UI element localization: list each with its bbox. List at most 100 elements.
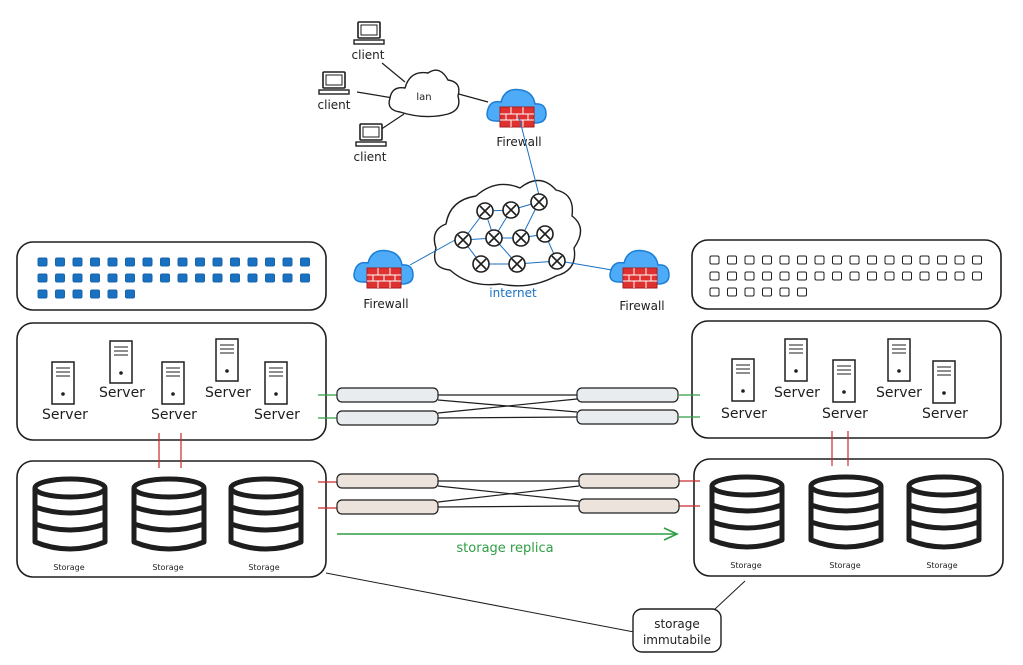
storage-label: Storage bbox=[248, 563, 279, 572]
switch-port bbox=[300, 257, 310, 267]
switch-port bbox=[125, 273, 135, 283]
switch-port bbox=[37, 273, 48, 283]
immutable-storage-line-2: immutabile bbox=[643, 633, 711, 647]
server-left-1: Server bbox=[42, 361, 88, 423]
switch-port bbox=[282, 257, 293, 267]
client-label: client bbox=[352, 48, 385, 62]
server-right-1: Server bbox=[721, 358, 767, 422]
server-left-3: Server bbox=[151, 361, 197, 423]
router-icon bbox=[530, 193, 548, 211]
router-icon bbox=[485, 229, 503, 247]
fiber-pipe bbox=[578, 473, 680, 489]
storage-left-2: Storage bbox=[134, 479, 204, 572]
switch-port bbox=[727, 287, 737, 297]
fiber-pipe bbox=[336, 499, 439, 515]
firewall-left: Firewall bbox=[353, 249, 414, 311]
client-label: client bbox=[354, 150, 387, 164]
switch-port bbox=[762, 255, 772, 265]
server-left-2: Server bbox=[99, 340, 145, 401]
switch-port bbox=[265, 257, 275, 267]
servers-left: Server Server Server Server Server bbox=[42, 338, 300, 423]
switch-port bbox=[954, 255, 965, 265]
storage-right-1: Storage bbox=[712, 477, 782, 570]
storage-label: Storage bbox=[829, 561, 860, 570]
switch-port bbox=[849, 271, 860, 281]
monitor-icon bbox=[318, 71, 350, 95]
switch-port bbox=[107, 289, 118, 299]
switch-port bbox=[919, 255, 930, 265]
firewall-label: Firewall bbox=[619, 299, 664, 313]
switch-port bbox=[902, 271, 912, 281]
switch-port bbox=[902, 255, 912, 265]
switch-port bbox=[125, 289, 135, 299]
storage-left-3: Storage bbox=[231, 479, 301, 572]
server-icon bbox=[731, 358, 755, 402]
server-label: Server bbox=[151, 407, 197, 423]
switch-port bbox=[709, 287, 720, 297]
immutable-connectors bbox=[325, 572, 746, 633]
internet-label: internet bbox=[489, 286, 537, 300]
server-label: Server bbox=[99, 385, 145, 401]
router-icon bbox=[472, 255, 490, 273]
server-icon bbox=[51, 361, 75, 405]
switch-port bbox=[195, 257, 205, 267]
storage-right-3: Storage bbox=[909, 477, 979, 570]
switch-port bbox=[727, 271, 737, 281]
monitor-icon bbox=[355, 123, 387, 147]
storage-replica-arrow bbox=[337, 527, 679, 541]
fiber-pipe bbox=[336, 387, 439, 403]
switch-port bbox=[195, 273, 205, 283]
switch-ports-right bbox=[709, 255, 982, 297]
storage-label: Storage bbox=[152, 563, 183, 572]
server-label: Server bbox=[876, 385, 922, 401]
switch-port bbox=[797, 255, 807, 265]
switch-port bbox=[867, 271, 877, 281]
firewall-right: Firewall bbox=[609, 249, 670, 313]
server-icon bbox=[932, 360, 956, 404]
internet-cloud bbox=[433, 179, 582, 287]
switch-port bbox=[177, 257, 188, 267]
switch-port bbox=[55, 257, 65, 267]
switch-port bbox=[72, 273, 83, 283]
switch-port bbox=[90, 257, 100, 267]
switch-port bbox=[160, 257, 170, 267]
server-label: Server bbox=[721, 406, 767, 422]
firewall-icon bbox=[609, 249, 670, 289]
switch-port bbox=[867, 255, 877, 265]
servers-right: Server Server Server Server Server bbox=[721, 338, 968, 422]
server-right-2: Server bbox=[774, 338, 820, 401]
server-left-5: Server bbox=[254, 361, 300, 423]
switch-port bbox=[265, 273, 275, 283]
firewall-label: Firewall bbox=[496, 135, 541, 149]
switch-port bbox=[90, 273, 100, 283]
switch-ports-left bbox=[37, 257, 310, 299]
fiber-pipe bbox=[576, 387, 679, 403]
switch-port bbox=[954, 271, 965, 281]
switch-port bbox=[142, 257, 153, 267]
router-icon bbox=[508, 255, 526, 273]
firewall-top: Firewall bbox=[486, 88, 547, 149]
switch-port bbox=[72, 289, 83, 299]
router-icon bbox=[536, 225, 554, 243]
switch-port bbox=[972, 255, 982, 265]
switch-port bbox=[709, 255, 720, 265]
switch-port bbox=[937, 255, 947, 265]
firewall-icon bbox=[353, 249, 414, 289]
fiber-pipe bbox=[578, 498, 680, 514]
storage-replica-label: storage replica bbox=[456, 541, 553, 556]
switch-port bbox=[744, 287, 755, 297]
database-icon bbox=[909, 477, 979, 547]
storage-label: Storage bbox=[53, 563, 84, 572]
switch-port bbox=[55, 273, 65, 283]
server-label: Server bbox=[205, 385, 251, 401]
database-icon bbox=[231, 479, 301, 549]
firewall-label: Firewall bbox=[363, 297, 408, 311]
switch-port bbox=[212, 273, 223, 283]
client-label: client bbox=[318, 98, 351, 112]
storage-label: Storage bbox=[730, 561, 761, 570]
firewall-icon bbox=[486, 88, 547, 128]
switch-port bbox=[160, 273, 170, 283]
switch-port bbox=[814, 255, 825, 265]
server-label: Server bbox=[42, 407, 88, 423]
